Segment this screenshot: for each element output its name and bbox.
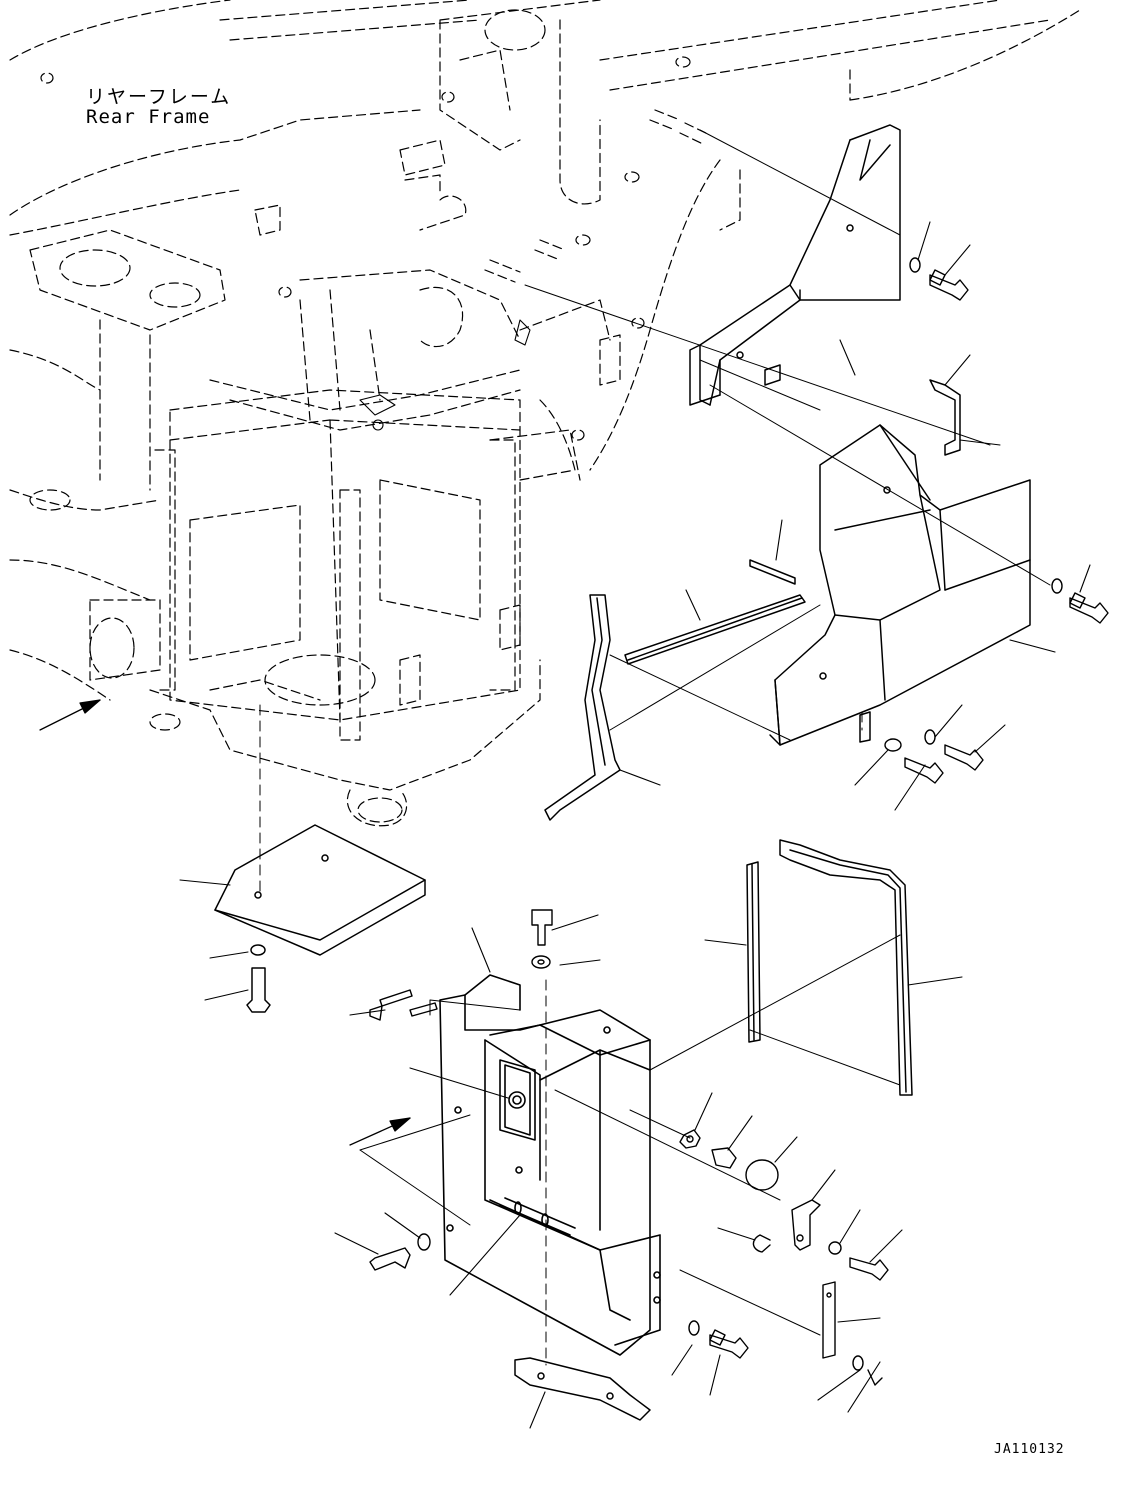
assembly-lines	[359, 129, 1051, 1336]
spacer-blocks	[369, 989, 438, 1021]
assembly-centerlines	[259, 704, 863, 1366]
seal-strips	[544, 559, 806, 821]
drawing-code: JA110132	[994, 1442, 1065, 1457]
vertical-seals	[746, 839, 913, 1096]
bottom-plate	[214, 824, 426, 1013]
direction-arrow-upper	[39, 699, 101, 731]
middle-side-cover	[769, 424, 1031, 746]
frame-label-english: Rear Frame	[86, 106, 211, 128]
leader-lines	[179, 221, 1091, 1429]
bolt-washer-set-2	[884, 578, 1109, 784]
frame-label-japanese: リヤーフレーム	[86, 86, 232, 108]
lower-bracket	[514, 1357, 651, 1421]
angle-bracket	[929, 379, 961, 456]
direction-arrow-lower	[349, 1117, 411, 1146]
frame-solid-details	[359, 319, 531, 431]
cover-top-bolt	[531, 909, 553, 969]
upper-side-cover	[689, 124, 901, 406]
main-lower-cover	[439, 974, 661, 1356]
rear-frame	[9, 0, 1081, 827]
bolt-washer-set-1	[909, 257, 969, 301]
cover-hardware	[369, 1129, 889, 1386]
